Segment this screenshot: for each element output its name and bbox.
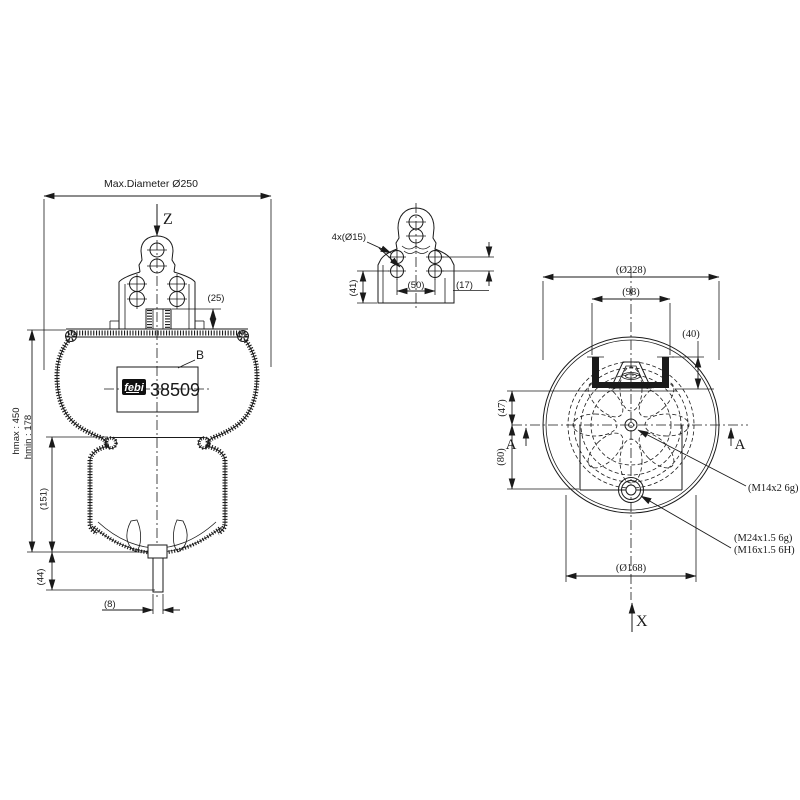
- dim-228-label: (Ø228): [616, 265, 647, 276]
- top-plan-view: (Ø228) (98) (40) (47) (80) A A (M14x2 6g…: [496, 265, 799, 632]
- outer-plate-circle: [542, 336, 720, 514]
- thread-center-label: (M14x2 6g): [748, 483, 799, 494]
- label-box: febi 38509: [104, 366, 211, 413]
- dim-50-label: (50): [408, 280, 425, 291]
- dim-hmax-label: hmax : 450: [11, 408, 22, 455]
- dim-98-label: (98): [622, 287, 640, 298]
- max-diameter-label: Max.Diameter Ø250: [104, 178, 198, 190]
- holes-leader-1: [366, 241, 392, 254]
- side-view: Z Max.Diameter Ø250: [11, 178, 272, 614]
- dim-hmin-label: hmin : 178: [23, 415, 34, 459]
- thread-center-leader: [637, 429, 747, 487]
- bellows: [54, 339, 260, 447]
- outer-plate-circle-inner: [545, 339, 717, 511]
- dim-80-label: (80): [496, 448, 507, 466]
- dim-8-label: (8): [104, 599, 116, 610]
- dim-44-label: (44): [36, 569, 47, 586]
- thread-port-label-1: (M24x1.5 6g): [734, 533, 793, 544]
- piston-stud: [147, 544, 168, 559]
- holes-label: 4x(Ø15): [332, 232, 366, 243]
- holes-leader-2: [378, 247, 401, 268]
- u-channel: [584, 356, 677, 392]
- piston: [87, 436, 228, 593]
- bracket-view: 4x(Ø15) (50) (41) (17): [332, 203, 494, 310]
- center-bolt: [624, 418, 638, 432]
- dim-40-label: (40): [682, 329, 700, 340]
- dim-47-label: (47): [497, 399, 508, 417]
- air-port: [610, 361, 652, 389]
- part-number: 38509: [150, 380, 200, 400]
- dim-17-label: (17): [456, 280, 473, 291]
- febi-logo-text: febi: [124, 382, 145, 394]
- piston-rod: [152, 557, 164, 593]
- section-label-left: A: [506, 437, 517, 453]
- top-plate: [65, 328, 249, 342]
- dim-41-label: (41): [348, 280, 359, 297]
- dim-168-label: (Ø168): [616, 563, 647, 574]
- clevis-outline: [395, 207, 437, 250]
- thread-port-leader: [640, 495, 732, 549]
- thread-port-label-2: (M16x1.5 6H): [734, 545, 795, 556]
- label-b: B: [196, 348, 204, 362]
- dim-25-label: (25): [208, 293, 225, 304]
- top-bracket-front: [109, 235, 205, 330]
- label-b-leader: [177, 359, 196, 369]
- febi-logo: [122, 379, 146, 395]
- x-axis-label: X: [636, 613, 648, 630]
- dim-151-label: (151): [39, 488, 50, 510]
- support-fin: [172, 519, 188, 553]
- section-label-right: A: [735, 437, 746, 453]
- bottom-port: [618, 477, 644, 503]
- z-axis-label: Z: [163, 211, 173, 228]
